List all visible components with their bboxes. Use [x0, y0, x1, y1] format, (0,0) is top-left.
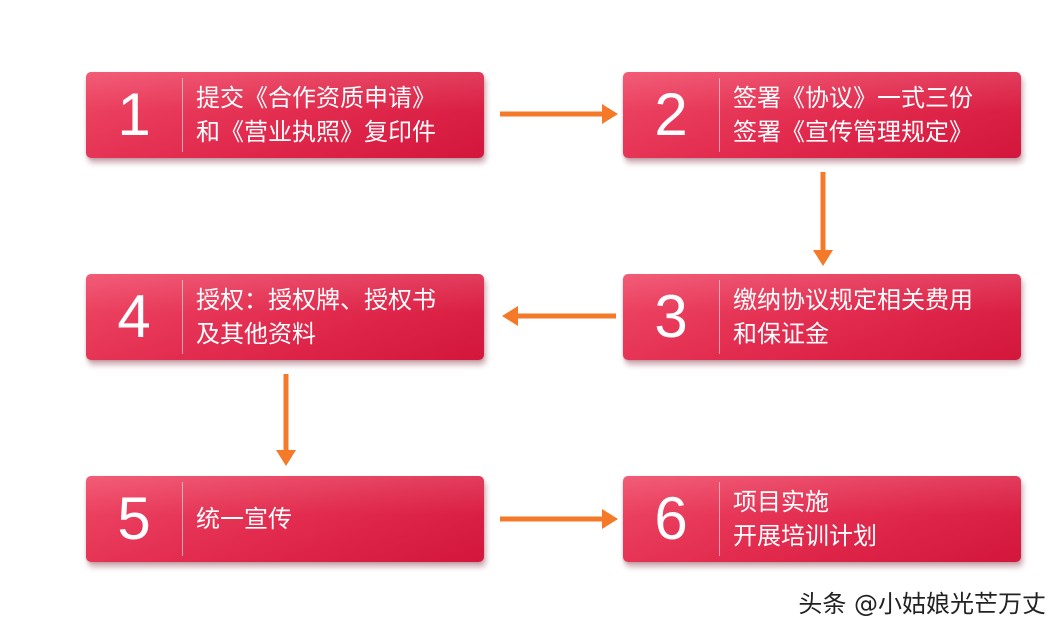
step-text-line: 提交《合作资质申请》: [196, 84, 436, 112]
step-text: 授权：授权牌、授权书 及其他资料: [196, 274, 476, 360]
step-text-line: 项目实施: [733, 488, 829, 516]
step-text: 缴纳协议规定相关费用 和保证金: [733, 274, 1013, 360]
step-divider: [182, 78, 183, 152]
step-text-line: 及其他资料: [196, 320, 316, 348]
step-text-line: 开展培训计划: [733, 522, 877, 550]
step-6-box: 6 项目实施 开展培训计划: [623, 476, 1021, 562]
arrow-2-to-3: [813, 172, 833, 266]
step-3-box: 3 缴纳协议规定相关费用 和保证金: [623, 274, 1021, 360]
step-number: 5: [117, 485, 151, 552]
step-text: 项目实施 开展培训计划: [733, 476, 1013, 562]
arrow-3-to-4: [502, 306, 616, 326]
step-number: 1: [117, 81, 151, 148]
step-text-line: 签署《宣传管理规定》: [733, 118, 973, 146]
step-text: 统一宣传: [196, 476, 476, 562]
step-divider: [719, 482, 720, 556]
step-2-box: 2 签署《协议》一式三份 签署《宣传管理规定》: [623, 72, 1021, 158]
step-divider: [182, 280, 183, 354]
step-text-line: 和保证金: [733, 320, 829, 348]
step-text: 签署《协议》一式三份 签署《宣传管理规定》: [733, 72, 1013, 158]
step-number: 3: [654, 283, 688, 350]
arrow-1-to-2: [500, 104, 618, 124]
step-text-line: 缴纳协议规定相关费用: [733, 286, 973, 314]
step-number: 4: [117, 283, 151, 350]
arrow-5-to-6: [500, 509, 618, 529]
step-text-line: 和《营业执照》复印件: [196, 118, 436, 146]
step-text-line: 统一宣传: [196, 505, 292, 533]
step-divider: [719, 280, 720, 354]
watermark: 头条 @小姑娘光芒万丈: [798, 590, 1046, 618]
step-4-box: 4 授权：授权牌、授权书 及其他资料: [86, 274, 484, 360]
step-number: 6: [654, 485, 688, 552]
step-5-box: 5 统一宣传: [86, 476, 484, 562]
step-1-box: 1 提交《合作资质申请》 和《营业执照》复印件: [86, 72, 484, 158]
step-number: 2: [654, 81, 688, 148]
step-divider: [719, 78, 720, 152]
arrow-4-to-5: [276, 374, 296, 466]
step-text: 提交《合作资质申请》 和《营业执照》复印件: [196, 72, 476, 158]
step-text-line: 签署《协议》一式三份: [733, 84, 973, 112]
step-divider: [182, 482, 183, 556]
step-text-line: 授权：授权牌、授权书: [196, 286, 436, 314]
